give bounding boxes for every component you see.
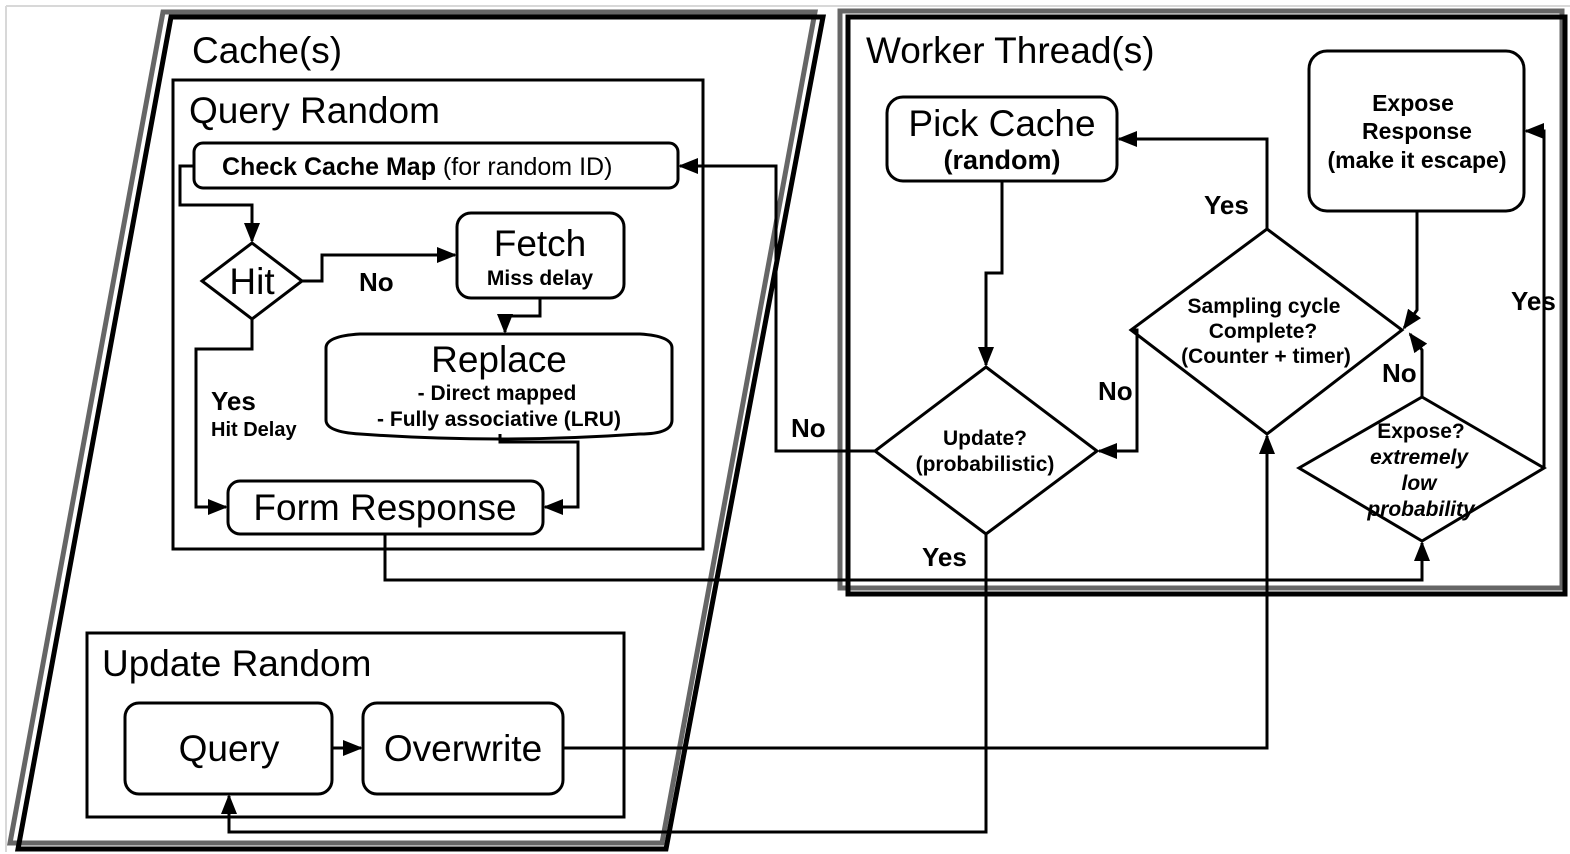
edge-expose-response-to-sampling <box>1402 211 1422 330</box>
worker-panel-shadow <box>837 8 1565 591</box>
check-cache-map-bold: Check Cache Map <box>222 153 436 181</box>
query-random-title: Query Random <box>189 90 440 131</box>
expose-line-2: extremely <box>1370 446 1469 469</box>
edge-check-to-hit <box>178 164 260 243</box>
edge-overwrite-to-sampling <box>563 434 1275 750</box>
replace-title: Replace <box>431 339 567 380</box>
hit-delay-label: Hit Delay <box>211 419 297 441</box>
edge-replace-to-form <box>498 434 580 515</box>
overwrite-label: Overwrite <box>384 728 542 769</box>
edge-pick-to-update <box>978 181 1004 367</box>
fetch-sub: Miss delay <box>487 267 594 290</box>
caches-panel <box>14 14 827 852</box>
yes-label-hit: Yes <box>211 386 256 416</box>
edge-hit-to-form <box>194 319 254 515</box>
update-random-box <box>85 631 626 819</box>
expose-response-line-3: (make it escape) <box>1328 147 1507 173</box>
replace-item-2: - Fully associative (LRU) <box>377 408 621 431</box>
replace-item-1: - Direct mapped <box>418 382 577 405</box>
pick-cache-sub: (random) <box>944 145 1061 175</box>
hit-label: Hit <box>229 261 275 302</box>
yes-label-update: Yes <box>922 542 967 572</box>
pick-cache-title: Pick Cache <box>908 103 1095 144</box>
edge-expose-no-to-sampling <box>1408 332 1428 397</box>
fetch-title: Fetch <box>494 223 587 264</box>
sampling-line-1: Sampling cycle <box>1188 295 1341 318</box>
sampling-line-2: Complete? <box>1209 320 1318 343</box>
check-cache-map-rest: (for random ID) <box>443 153 612 181</box>
no-label-update: No <box>791 413 826 443</box>
edge-update-yes-to-query <box>221 534 988 834</box>
no-label-expose: No <box>1382 358 1417 388</box>
worker-panel-title: Worker Thread(s) <box>866 30 1155 71</box>
query-random-box <box>171 78 705 551</box>
expose-response-line-1: Expose <box>1372 90 1454 116</box>
update-line-2: (probabilistic) <box>916 453 1055 476</box>
caches-panel-shadow <box>6 9 819 846</box>
update-diamond <box>872 365 1100 536</box>
update-random-title: Update Random <box>102 643 371 684</box>
expose-response-line-2: Response <box>1362 118 1472 144</box>
no-label-sampling: No <box>1098 376 1133 406</box>
caches-panel-title: Cache(s) <box>192 30 342 71</box>
worker-panel <box>845 14 1568 597</box>
update-line-1: Update? <box>943 427 1027 450</box>
edge-expose-yes-to-response <box>1524 123 1546 468</box>
expose-line-3: low <box>1402 472 1439 495</box>
edge-hit-to-fetch <box>302 247 457 283</box>
yes-label-expose: Yes <box>1511 286 1556 316</box>
check-cache-map-space <box>436 153 443 181</box>
edge-fetch-to-replace <box>497 298 542 334</box>
check-cache-map-label: Check Cache Map (for random ID) <box>222 153 612 181</box>
yes-label-sampling: Yes <box>1204 190 1249 220</box>
sampling-line-3: (Counter + timer) <box>1181 345 1351 368</box>
edge-sampling-to-update <box>1097 328 1139 459</box>
edge-update-no-to-check <box>678 158 875 453</box>
form-response-label: Form Response <box>253 487 516 528</box>
query-label: Query <box>179 728 280 769</box>
replace-box <box>324 332 674 441</box>
expose-line-1: Expose? <box>1377 420 1465 443</box>
no-label-hit: No <box>359 267 394 297</box>
expose-line-4: probability <box>1366 498 1476 521</box>
edge-form-to-expose <box>383 534 1430 582</box>
edge-sampling-to-pick <box>1117 131 1269 229</box>
